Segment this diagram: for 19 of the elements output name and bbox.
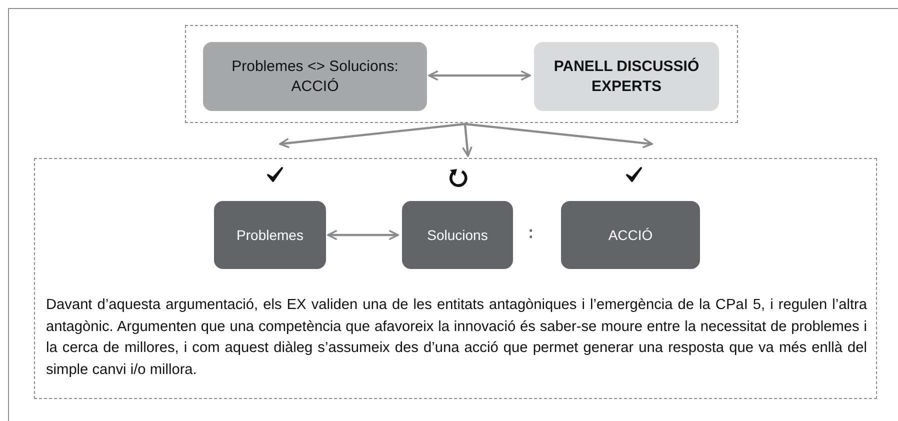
box-label: PANELL DISCUSSIÓ EXPERTS <box>552 57 700 96</box>
process-box <box>402 201 513 269</box>
box-label: ACCIÓ <box>608 226 653 244</box>
box-label: Problemes <> Solucions: ACCIÓ <box>230 57 400 96</box>
arrow <box>279 122 466 148</box>
process-box <box>561 201 700 269</box>
arrow <box>464 122 653 148</box>
arrow <box>428 70 531 81</box>
arrow <box>327 230 399 240</box>
description-paragraph: Davant d’aquesta argumentació, els EX validen una de les entitats antagòniques i l’emergència de la CPaI 5, i regulen l’altra antagònic. Argumenten que una competència que afavoreix la innovació és saber-se moure entre la necessitat de problemes i la cerca de millores, i com aquest diàleg s’assumeix des d’una acció que permet generar una resposta que va més enllà del simple canvi i/o millora. <box>46 296 867 380</box>
process-box <box>214 201 326 269</box>
arrow <box>462 124 472 157</box>
process-box <box>203 42 427 111</box>
box-label: Problemes <box>236 226 304 244</box>
separator-label: : <box>528 223 534 243</box>
box-label: Solucions <box>427 226 488 244</box>
dashed-group-frame <box>185 25 738 123</box>
dashed-group-frame <box>34 158 877 399</box>
process-box <box>534 42 719 111</box>
